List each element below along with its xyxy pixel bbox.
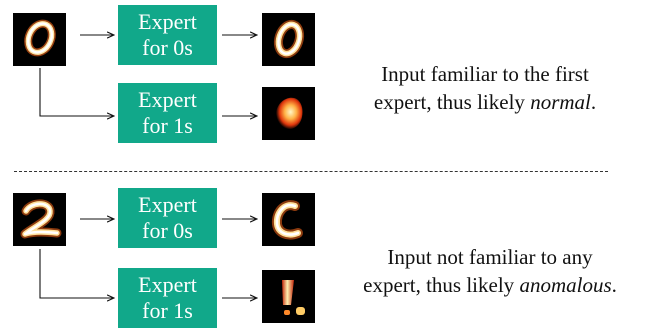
- caption-emphasis-normal: normal: [530, 90, 591, 114]
- caption-normal: Input familiar to the first expert, thus…: [320, 60, 650, 116]
- caption-line1: Input not familiar to any: [387, 245, 593, 269]
- branch-to-expert1-bottom: [39, 249, 114, 298]
- caption-anomalous: Input not familiar to any expert, thus l…: [325, 243, 655, 299]
- expert-label-line1: Expert: [138, 87, 197, 112]
- branch-to-expert1-top: [39, 68, 114, 116]
- expert-label-line1: Expert: [138, 192, 197, 217]
- expert-label-line2: for 0s: [142, 35, 193, 60]
- output-reconstruction-one: [262, 270, 315, 323]
- expert-label-line1: Expert: [138, 272, 197, 297]
- caption-emphasis-anomalous: anomalous: [519, 273, 612, 297]
- caption-line2: expert, thus likely normal.: [373, 90, 597, 114]
- expert-label-line2: for 1s: [142, 298, 193, 323]
- dashed-separator: [14, 171, 608, 172]
- output-reconstruction-zero: [262, 13, 315, 66]
- output-reconstruction-c: [262, 193, 315, 246]
- input-digit-two: [13, 193, 66, 246]
- expert-for-1s-bottom: Expert for 1s: [118, 268, 217, 328]
- expert-for-0s-bottom: Expert for 0s: [118, 188, 217, 248]
- expert-for-0s-top: Expert for 0s: [118, 5, 217, 65]
- expert-for-1s-top: Expert for 1s: [118, 83, 217, 143]
- caption-line1: Input familiar to the first: [381, 62, 589, 86]
- expert-label-line1: Expert: [138, 9, 197, 34]
- expert-label-line2: for 1s: [142, 113, 193, 138]
- expert-label-line2: for 0s: [142, 218, 193, 243]
- input-digit-zero: [13, 13, 66, 66]
- output-reconstruction-blob: [262, 87, 315, 140]
- caption-line2: expert, thus likely anomalous.: [363, 273, 617, 297]
